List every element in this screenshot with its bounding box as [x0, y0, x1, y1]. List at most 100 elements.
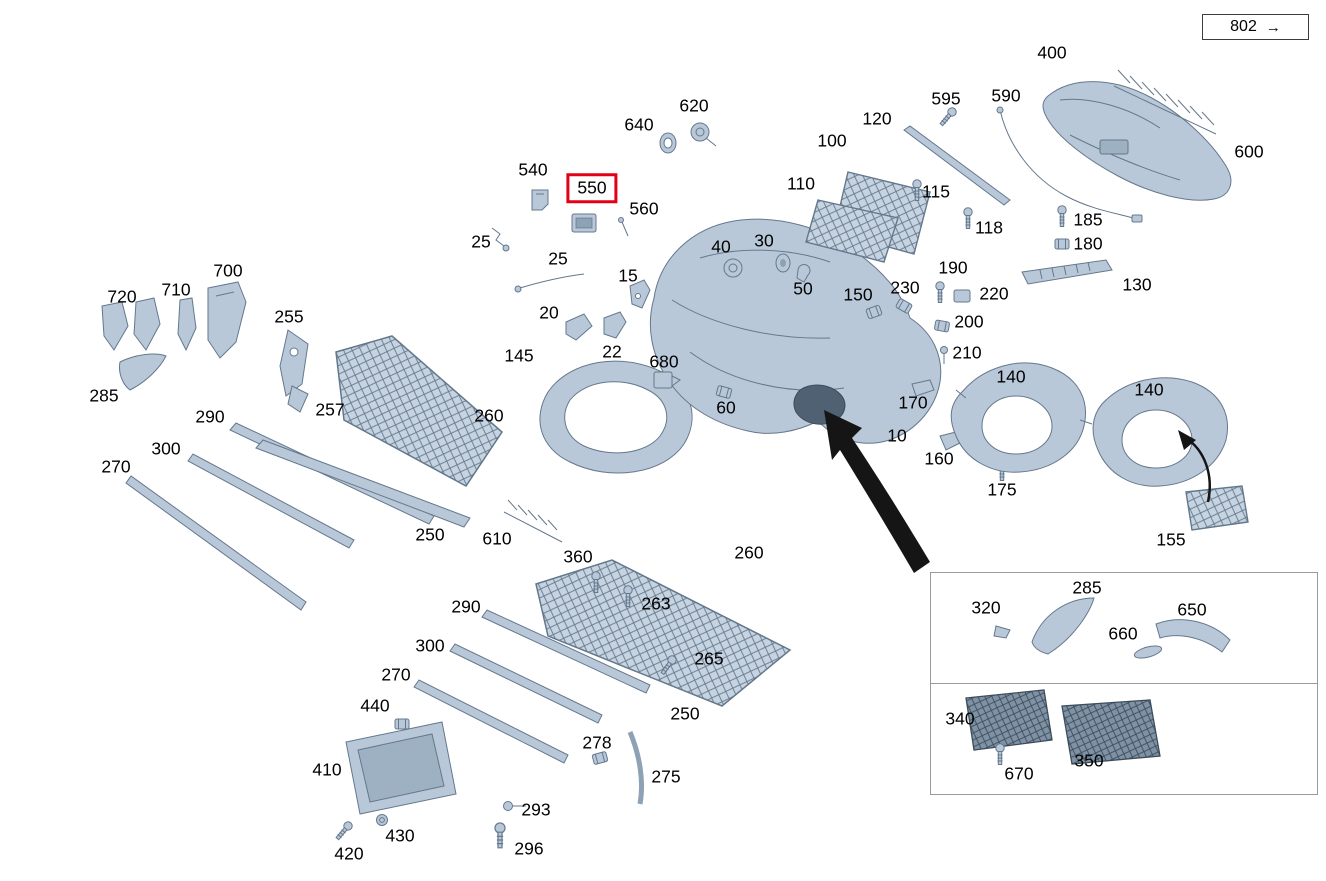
part-label-50[interactable]: 50 [793, 278, 813, 299]
part-label-680[interactable]: 680 [649, 351, 679, 372]
part-label-160[interactable]: 160 [924, 448, 954, 469]
shape-clip-440 [394, 718, 410, 730]
part-label-120[interactable]: 120 [862, 108, 892, 129]
shape-clip-200 [933, 319, 951, 333]
ref-802-button[interactable]: 802 → [1202, 14, 1309, 40]
part-label-440[interactable]: 440 [360, 695, 390, 716]
shape-strip-275 [627, 731, 645, 805]
part-label-175[interactable]: 175 [987, 479, 1017, 500]
part-label-430[interactable]: 430 [385, 825, 415, 846]
part-label-640[interactable]: 640 [624, 114, 654, 135]
part-label-590[interactable]: 590 [991, 85, 1021, 106]
shape-module-550 [571, 213, 597, 233]
callout-arrow-big [824, 410, 930, 573]
part-label-265[interactable]: 265 [694, 648, 724, 669]
part-label-550[interactable]: 550 [566, 173, 618, 203]
part-label-22[interactable]: 22 [602, 341, 622, 362]
part-label-540[interactable]: 540 [518, 159, 548, 180]
part-label-155[interactable]: 155 [1156, 529, 1186, 550]
shape-strip-300-upper [187, 453, 355, 549]
part-label-260l[interactable]: 260 [734, 542, 764, 563]
part-label-257[interactable]: 257 [315, 399, 345, 420]
part-label-560[interactable]: 560 [629, 198, 659, 219]
shape-bracket-220 [953, 289, 971, 303]
part-label-270u[interactable]: 270 [101, 456, 131, 477]
part-label-263[interactable]: 263 [641, 593, 671, 614]
part-label-100[interactable]: 100 [817, 130, 847, 151]
part-label-350[interactable]: 350 [1074, 750, 1104, 771]
part-label-660[interactable]: 660 [1108, 623, 1138, 644]
shape-cable-590 [996, 106, 1143, 223]
part-label-115[interactable]: 115 [922, 181, 950, 202]
part-label-293[interactable]: 293 [521, 799, 551, 820]
part-label-130[interactable]: 130 [1122, 274, 1152, 295]
shape-part-50 [796, 264, 811, 283]
part-label-230[interactable]: 230 [890, 277, 920, 298]
part-label-290u[interactable]: 290 [195, 406, 225, 427]
part-label-650[interactable]: 650 [1177, 599, 1207, 620]
part-label-275[interactable]: 275 [651, 766, 681, 787]
part-label-670[interactable]: 670 [1004, 763, 1034, 784]
part-label-145[interactable]: 145 [504, 345, 534, 366]
part-label-410[interactable]: 410 [312, 759, 342, 780]
part-label-60[interactable]: 60 [716, 397, 736, 418]
part-label-250u[interactable]: 250 [415, 524, 445, 545]
part-label-118[interactable]: 118 [975, 217, 1003, 238]
part-label-25a[interactable]: 25 [471, 231, 491, 252]
part-label-320[interactable]: 320 [971, 597, 1001, 618]
part-label-140a[interactable]: 140 [996, 366, 1026, 387]
part-label-15[interactable]: 15 [618, 265, 638, 286]
part-label-300u[interactable]: 300 [151, 438, 181, 459]
part-label-595[interactable]: 595 [931, 88, 961, 109]
part-label-110[interactable]: 110 [787, 173, 815, 194]
part-label-180[interactable]: 180 [1073, 233, 1103, 254]
shape-energy-absorber-400 [1042, 81, 1232, 201]
shape-bracket-140-left [950, 362, 1093, 473]
part-label-720[interactable]: 720 [107, 286, 137, 307]
part-label-340[interactable]: 340 [945, 708, 975, 729]
part-label-140b[interactable]: 140 [1134, 379, 1164, 400]
part-label-40[interactable]: 40 [711, 236, 731, 257]
part-label-290l[interactable]: 290 [451, 596, 481, 617]
part-label-285i[interactable]: 285 [1072, 577, 1102, 598]
shape-grille-155 [1185, 485, 1249, 531]
part-label-20[interactable]: 20 [539, 302, 559, 323]
part-label-270l[interactable]: 270 [381, 664, 411, 685]
part-label-620[interactable]: 620 [679, 95, 709, 116]
part-label-420[interactable]: 420 [334, 843, 364, 864]
part-label-700[interactable]: 700 [213, 260, 243, 281]
shape-inset-340 [965, 689, 1053, 751]
part-label-285l[interactable]: 285 [89, 385, 119, 406]
part-label-710[interactable]: 710 [161, 279, 191, 300]
shape-bracket-170 [911, 379, 935, 397]
part-label-600[interactable]: 600 [1234, 141, 1264, 162]
shape-strip-300-lower [449, 643, 603, 724]
part-label-185[interactable]: 185 [1073, 209, 1103, 230]
part-label-260u[interactable]: 260 [474, 405, 504, 426]
shape-hatch-600 [1113, 69, 1217, 135]
part-label-150[interactable]: 150 [843, 284, 873, 305]
shape-bracket-20 [565, 313, 593, 341]
part-label-190[interactable]: 190 [938, 257, 968, 278]
part-label-296[interactable]: 296 [514, 838, 544, 859]
part-label-278[interactable]: 278 [582, 732, 612, 753]
shape-grille-110 [805, 199, 899, 263]
shape-front-bumper-10 [649, 218, 942, 444]
part-label-10[interactable]: 10 [887, 425, 907, 446]
part-label-400[interactable]: 400 [1037, 42, 1067, 63]
part-label-170[interactable]: 170 [898, 392, 928, 413]
part-label-200[interactable]: 200 [954, 311, 984, 332]
part-label-300l[interactable]: 300 [415, 635, 445, 656]
shape-bracket-140-right [1092, 377, 1228, 487]
part-label-255[interactable]: 255 [274, 306, 304, 327]
part-label-360[interactable]: 360 [563, 546, 593, 567]
part-label-210[interactable]: 210 [952, 342, 982, 363]
part-label-25b[interactable]: 25 [548, 248, 568, 269]
shape-bracket-22 [603, 311, 627, 339]
ref-802-label: 802 [1230, 18, 1257, 35]
part-label-610[interactable]: 610 [482, 528, 512, 549]
part-label-30[interactable]: 30 [754, 230, 774, 251]
part-label-220[interactable]: 220 [979, 283, 1009, 304]
part-label-250l[interactable]: 250 [670, 703, 700, 724]
